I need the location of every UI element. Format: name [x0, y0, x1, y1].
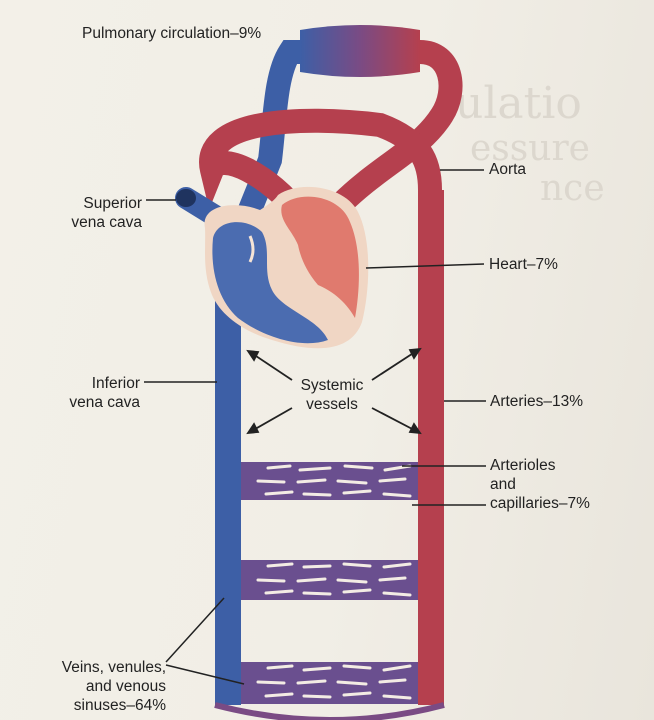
capillary-bed-1 — [241, 462, 418, 500]
inferior-vena-cava-label-line2: vena cava — [46, 393, 140, 412]
arterioles-label-line2: and — [490, 475, 590, 494]
arteries-label: Arteries–13% — [490, 392, 583, 411]
systemic-vessels-label: Systemic vessels — [280, 376, 384, 414]
systemic-vessels-label-line2: vessels — [280, 395, 384, 414]
veins-label-line2: and venous — [20, 677, 166, 696]
pulmonary-capillary-bed — [300, 25, 420, 77]
inferior-vena-cava-label: Inferior vena cava — [46, 374, 140, 412]
capillary-bed-3 — [241, 662, 418, 704]
capillary-bed-2 — [241, 560, 418, 600]
veins-label-line1: Veins, venules, — [20, 658, 166, 677]
inferior-vena-cava-label-line1: Inferior — [46, 374, 140, 393]
systemic-vessels-label-line1: Systemic — [280, 376, 384, 395]
superior-vena-cava-label-line2: vena cava — [52, 213, 142, 232]
superior-vena-cava-label: Superior vena cava — [52, 194, 142, 232]
arterioles-label-line1: Arterioles — [490, 456, 590, 475]
veins-venules-label: Veins, venules, and venous sinuses–64% — [20, 658, 166, 715]
pulmonary-circulation-label: Pulmonary circulation–9% — [82, 24, 261, 43]
systemic-artery — [418, 190, 444, 705]
aorta-label: Aorta — [489, 160, 526, 179]
arterioles-capillaries-label: Arterioles and capillaries–7% — [490, 456, 590, 513]
heart-label: Heart–7% — [489, 255, 558, 274]
veins-label-line3: sinuses–64% — [20, 696, 166, 715]
superior-vena-cava-label-line1: Superior — [52, 194, 142, 213]
arterioles-label-line3: capillaries–7% — [490, 494, 590, 513]
